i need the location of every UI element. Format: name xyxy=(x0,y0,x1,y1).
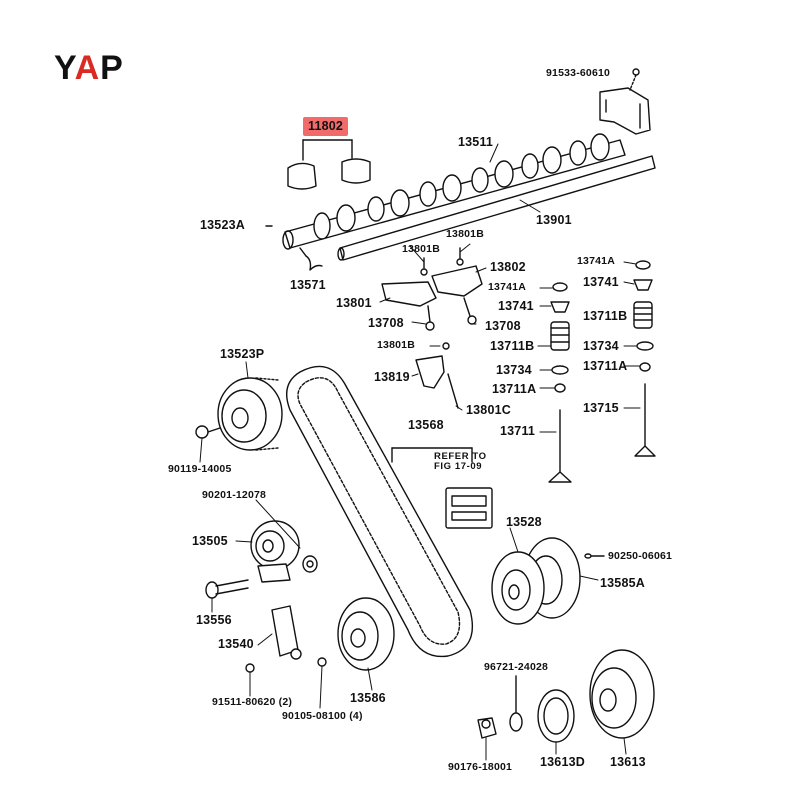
label-13802: 13802 xyxy=(490,260,526,274)
cap-bracket-drawing xyxy=(599,68,651,135)
label-13523p: 13523P xyxy=(220,347,265,361)
logo-letter-a: A xyxy=(74,49,101,87)
camshaft-drawing xyxy=(282,133,626,250)
label-13819: 13819 xyxy=(374,370,410,384)
label-90105-08100: 90105-08100 (4) xyxy=(282,710,363,722)
label-11802-highlighted: 11802 xyxy=(303,117,349,136)
label-13801b-upper: 13801B xyxy=(446,228,484,240)
crank-sprocket-drawing xyxy=(491,537,605,625)
label-91533-60610: 91533-60610 xyxy=(546,67,611,79)
label-90250-06061: 90250-06061 xyxy=(608,550,673,562)
logo-letter-y: Y xyxy=(54,49,75,87)
label-13568: 13568 xyxy=(408,418,444,432)
label-13901: 13901 xyxy=(536,213,572,227)
label-13585a: 13585A xyxy=(600,576,645,590)
label-90201-12078: 90201-12078 xyxy=(202,489,267,501)
label-13511: 13511 xyxy=(458,135,494,149)
label-90119-14005: 90119-14005 xyxy=(168,463,232,475)
label-13505: 13505 xyxy=(192,534,228,548)
rocker-arms-drawing xyxy=(381,247,483,331)
refer-to-note: REFER TO FIG 17-09 xyxy=(434,452,487,472)
label-13734-right: 13734 xyxy=(583,339,619,353)
refer-line-1: REFER TO xyxy=(434,451,487,462)
label-13711: 13711 xyxy=(500,424,536,438)
cam-key-drawing xyxy=(305,255,323,271)
label-13711a-left: 13711A xyxy=(492,382,537,396)
timing-belt-drawing xyxy=(286,365,474,658)
rocker-shaft-drawing xyxy=(337,155,656,261)
label-13741-right: 13741 xyxy=(583,275,619,289)
label-13528: 13528 xyxy=(506,515,542,529)
tensioner-drawing xyxy=(245,605,327,673)
label-13708-right: 13708 xyxy=(485,319,521,333)
camshaft-pulley-drawing xyxy=(195,377,283,451)
label-13586: 13586 xyxy=(350,691,386,705)
label-13556: 13556 xyxy=(196,613,232,627)
label-13523a: 13523A xyxy=(200,218,245,232)
label-13801: 13801 xyxy=(336,296,372,310)
label-13540: 13540 xyxy=(218,637,254,651)
label-90176-18001: 90176-18001 xyxy=(448,761,513,773)
label-13801b-left: 13801B xyxy=(402,243,440,255)
belt-guide-drawing xyxy=(391,447,493,529)
valve-springs-drawing xyxy=(548,260,656,483)
label-96721-24028: 96721-24028 xyxy=(484,661,549,673)
label-13711a-right: 13711A xyxy=(583,359,628,373)
label-91511-80620: 91511-80620 (2) xyxy=(212,696,293,708)
label-13801c: 13801C xyxy=(466,403,511,417)
label-13711b-right: 13711B xyxy=(583,309,628,323)
label-13708-left: 13708 xyxy=(368,316,404,330)
label-13715: 13715 xyxy=(583,401,619,415)
label-13613d: 13613D xyxy=(540,755,585,769)
label-13741a-left: 13741A xyxy=(488,281,526,293)
leader-lines xyxy=(199,143,641,761)
brand-logo: YAP xyxy=(54,49,124,88)
label-13741-left: 13741 xyxy=(498,299,534,313)
label-13734-left: 13734 xyxy=(496,363,532,377)
refer-line-2: FIG 17-09 xyxy=(434,460,483,472)
label-13741a-right: 13741A xyxy=(577,255,615,267)
label-13613: 13613 xyxy=(610,755,646,769)
crank-seal-drawing xyxy=(477,649,655,743)
label-13711b-left: 13711B xyxy=(490,339,535,353)
bearing-halves-drawing xyxy=(287,139,371,190)
pivot-bolt-drawing xyxy=(205,579,249,599)
label-13801b-lower: 13801B xyxy=(377,339,415,351)
rocker-support-drawing xyxy=(415,342,459,409)
crank-timing-pulley-drawing xyxy=(337,597,395,671)
label-13571: 13571 xyxy=(290,278,326,292)
logo-letter-p: P xyxy=(100,49,124,87)
